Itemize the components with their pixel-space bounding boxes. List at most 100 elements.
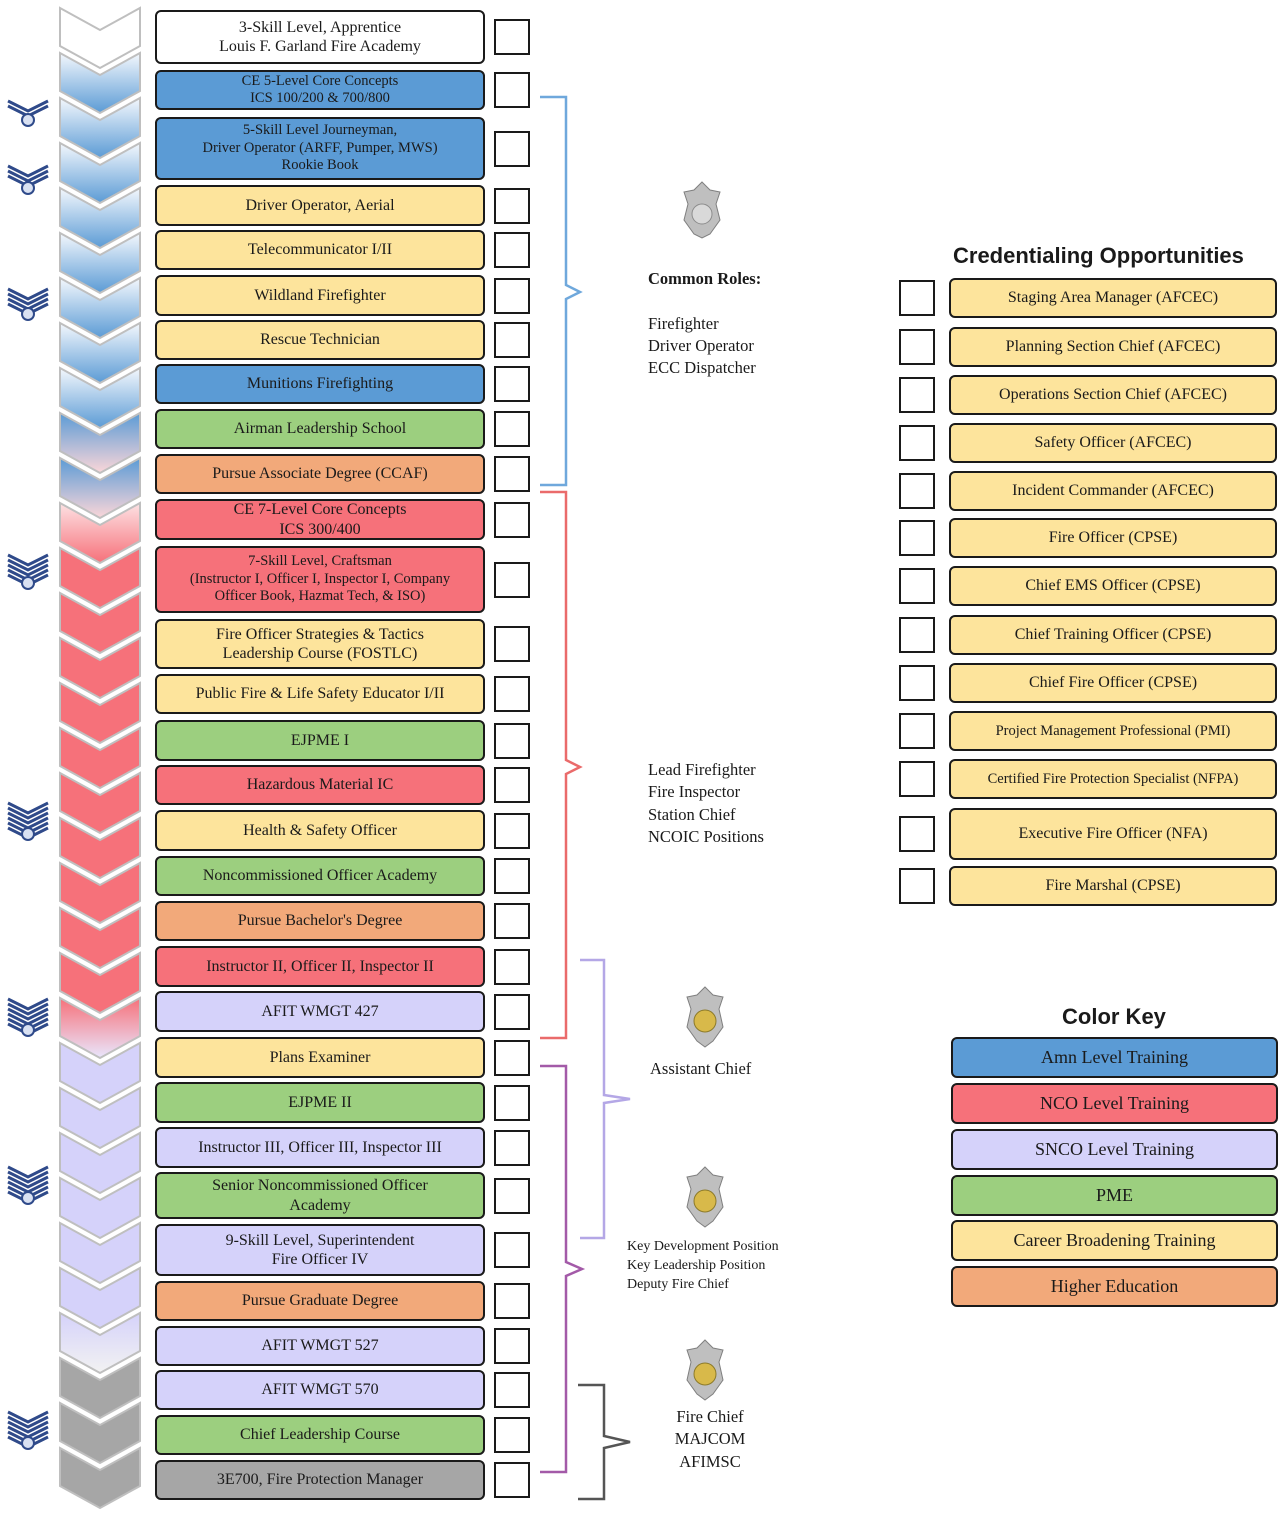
rank-chevron — [59, 456, 141, 520]
course-box[interactable]: Instructor II, Officer II, Inspector II — [155, 946, 485, 987]
course-box[interactable]: AFIT WMGT 527 — [155, 1326, 485, 1366]
course-checkbox[interactable] — [494, 277, 530, 314]
credential-checkbox[interactable] — [899, 617, 935, 653]
credential-checkbox[interactable] — [899, 665, 935, 701]
credential-checkbox[interactable] — [899, 816, 935, 852]
course-box[interactable]: Health & Safety Officer — [155, 810, 485, 851]
course-box[interactable]: Pursue Graduate Degree — [155, 1281, 485, 1321]
course-checkbox[interactable] — [494, 501, 530, 538]
course-checkbox[interactable] — [494, 767, 530, 803]
credential-checkbox[interactable] — [899, 425, 935, 461]
course-box[interactable]: CE 5-Level Core Concepts ICS 100/200 & 7… — [155, 70, 485, 110]
course-checkbox[interactable] — [494, 1372, 530, 1408]
course-box[interactable]: Driver Operator, Aerial — [155, 185, 485, 226]
credential-checkbox[interactable] — [899, 377, 935, 413]
course-box[interactable]: Instructor III, Officer III, Inspector I… — [155, 1127, 485, 1168]
course-box[interactable]: EJPME I — [155, 720, 485, 761]
course-box[interactable]: Telecommunicator I/II — [155, 230, 485, 270]
course-checkbox[interactable] — [494, 130, 530, 167]
course-box[interactable]: Plans Examiner — [155, 1037, 485, 1078]
course-checkbox[interactable] — [494, 1129, 530, 1166]
course-box[interactable]: Rescue Technician — [155, 320, 485, 360]
credential-checkbox[interactable] — [899, 280, 935, 316]
common-roles-title: Common Roles: — [648, 269, 762, 289]
course-box[interactable]: 7-Skill Level, Craftsman (Instructor I, … — [155, 546, 485, 613]
course-checkbox[interactable] — [494, 366, 530, 402]
course-checkbox[interactable] — [494, 1462, 530, 1498]
course-checkbox[interactable] — [494, 411, 530, 447]
course-checkbox[interactable] — [494, 676, 530, 712]
credential-checkbox[interactable] — [899, 473, 935, 509]
credential-checkbox[interactable] — [899, 568, 935, 604]
credential-checkbox[interactable] — [899, 520, 935, 556]
course-checkbox[interactable] — [494, 187, 530, 224]
course-box[interactable]: 3-Skill Level, Apprentice Louis F. Garla… — [155, 10, 485, 64]
course-box[interactable]: AFIT WMGT 570 — [155, 1370, 485, 1410]
course-box[interactable]: CE 7-Level Core Concepts ICS 300/400 — [155, 499, 485, 540]
rank-insignia-icon — [7, 99, 49, 127]
course-box[interactable]: Chief Leadership Course — [155, 1415, 485, 1455]
rank-chevron — [59, 1446, 141, 1510]
course-box[interactable]: Noncommissioned Officer Academy — [155, 856, 485, 896]
credential-item[interactable]: Planning Section Chief (AFCEC) — [949, 327, 1277, 367]
course-checkbox[interactable] — [494, 1328, 530, 1364]
course-checkbox[interactable] — [494, 993, 530, 1030]
course-box[interactable]: Senior Noncommissioned Officer Academy — [155, 1172, 485, 1219]
credential-item[interactable]: Fire Marshal (CPSE) — [949, 866, 1277, 906]
credential-checkbox[interactable] — [899, 329, 935, 365]
credential-item[interactable]: Executive Fire Officer (NFA) — [949, 808, 1277, 860]
course-box[interactable]: Wildland Firefighter — [155, 275, 485, 316]
credential-checkbox[interactable] — [899, 868, 935, 904]
course-checkbox[interactable] — [494, 561, 530, 598]
course-checkbox[interactable] — [494, 456, 530, 492]
course-checkbox[interactable] — [494, 858, 530, 894]
course-box[interactable]: Public Fire & Life Safety Educator I/II — [155, 674, 485, 714]
rank-insignia-icon — [7, 553, 49, 590]
course-box[interactable]: Hazardous Material IC — [155, 765, 485, 805]
rank-chevron — [59, 1221, 141, 1285]
course-box[interactable]: Pursue Bachelor's Degree — [155, 901, 485, 941]
course-box[interactable]: Munitions Firefighting — [155, 364, 485, 404]
credential-item[interactable]: Chief EMS Officer (CPSE) — [949, 566, 1277, 606]
credential-item[interactable]: Chief Fire Officer (CPSE) — [949, 663, 1277, 703]
course-checkbox[interactable] — [494, 1177, 530, 1214]
course-checkbox[interactable] — [494, 19, 530, 55]
course-checkbox[interactable] — [494, 232, 530, 268]
credential-item[interactable]: Safety Officer (AFCEC) — [949, 423, 1277, 463]
course-checkbox[interactable] — [494, 903, 530, 939]
credential-item[interactable]: Certified Fire Protection Specialist (NF… — [949, 759, 1277, 799]
credential-item[interactable]: Staging Area Manager (AFCEC) — [949, 278, 1277, 318]
course-checkbox[interactable] — [494, 812, 530, 849]
credential-item[interactable]: Fire Officer (CPSE) — [949, 518, 1277, 558]
course-box[interactable]: 5-Skill Level Journeyman, Driver Operato… — [155, 117, 485, 180]
course-box[interactable]: Fire Officer Strategies & Tactics Leader… — [155, 619, 485, 669]
rank-chevron — [59, 1266, 141, 1330]
deputy-chief-badge-icon — [686, 1166, 724, 1228]
course-checkbox[interactable] — [494, 948, 530, 985]
course-checkbox[interactable] — [494, 1039, 530, 1076]
course-box[interactable]: 9-Skill Level, Superintendent Fire Offic… — [155, 1224, 485, 1276]
color-key-item: PME — [951, 1175, 1278, 1216]
credential-item[interactable]: Incident Commander (AFCEC) — [949, 471, 1277, 511]
course-checkbox[interactable] — [494, 1417, 530, 1453]
course-box[interactable]: Pursue Associate Degree (CCAF) — [155, 454, 485, 494]
credential-item[interactable]: Project Management Professional (PMI) — [949, 711, 1277, 751]
course-box[interactable]: EJPME II — [155, 1082, 485, 1123]
credential-item[interactable]: Operations Section Chief (AFCEC) — [949, 375, 1277, 415]
course-checkbox[interactable] — [494, 626, 530, 662]
course-box[interactable]: AFIT WMGT 427 — [155, 991, 485, 1032]
credential-item[interactable]: Chief Training Officer (CPSE) — [949, 615, 1277, 655]
course-checkbox[interactable] — [494, 322, 530, 358]
course-checkbox[interactable] — [494, 1232, 530, 1268]
course-checkbox[interactable] — [494, 1084, 530, 1121]
course-checkbox[interactable] — [494, 722, 530, 759]
course-box[interactable]: 3E700, Fire Protection Manager — [155, 1460, 485, 1500]
course-checkbox[interactable] — [494, 1283, 530, 1319]
color-key-item: Amn Level Training — [951, 1037, 1278, 1078]
rank-chevron — [59, 96, 141, 160]
credential-checkbox[interactable] — [899, 713, 935, 749]
course-box[interactable]: Airman Leadership School — [155, 409, 485, 449]
credential-checkbox[interactable] — [899, 761, 935, 797]
rank-insignia-icon — [7, 1165, 49, 1205]
course-checkbox[interactable] — [494, 72, 530, 108]
